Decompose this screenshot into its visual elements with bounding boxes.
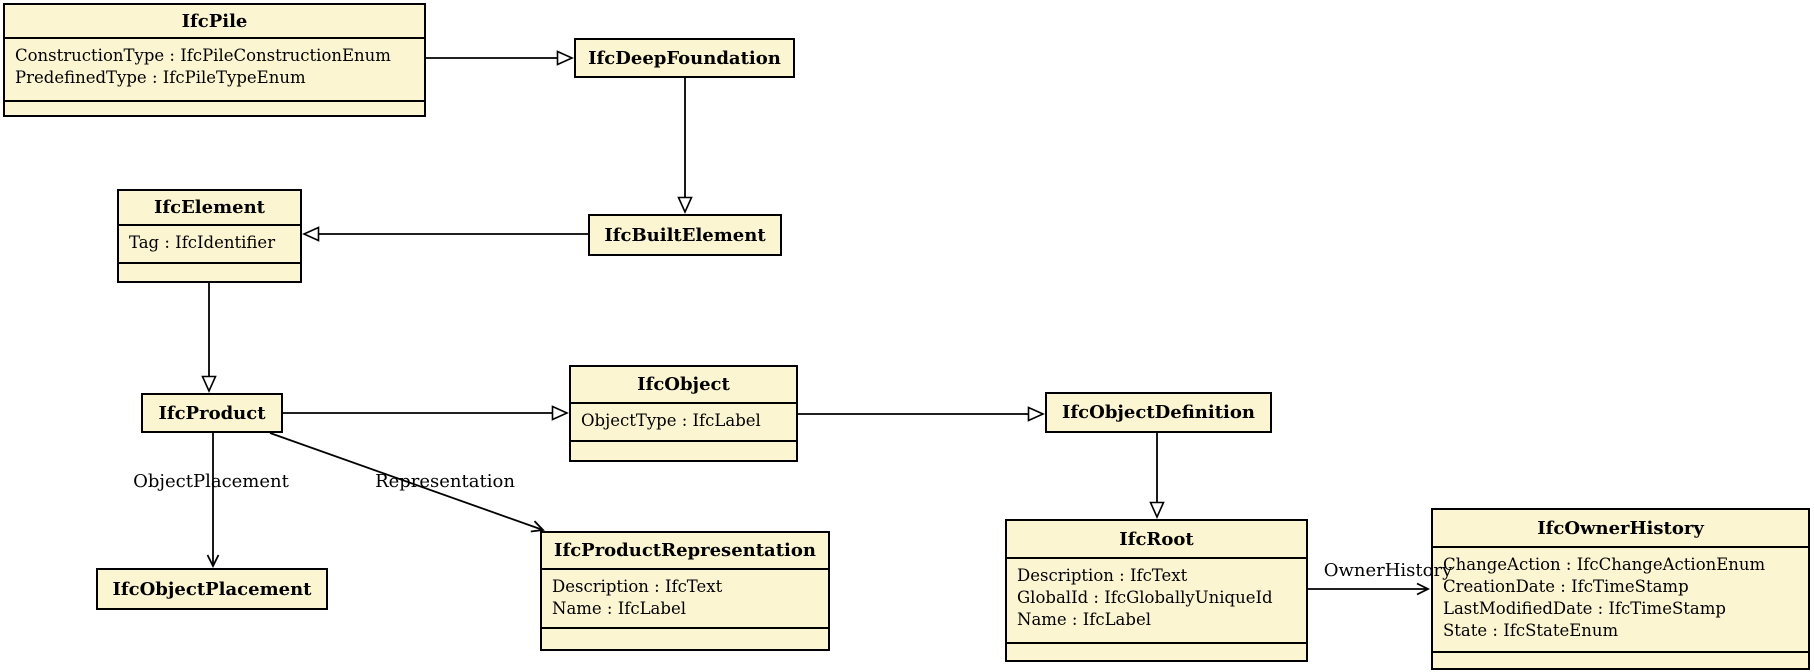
class-title: IfcBuiltElement [604, 224, 766, 246]
class-attribute-list: ObjectType : IfcLabel [571, 404, 796, 442]
class-box-ifcproduct: IfcProduct [141, 393, 283, 433]
class-box-ifcbuiltelement: IfcBuiltElement [588, 214, 782, 256]
class-attribute: LastModifiedDate : IfcTimeStamp [1443, 599, 1726, 618]
class-attribute: ConstructionType : IfcPileConstructionEn… [15, 46, 391, 65]
class-box-ifcdeepfoundation: IfcDeepFoundation [574, 38, 795, 78]
class-attribute: GlobalId : IfcGloballyUniqueId [1017, 588, 1273, 607]
class-empty-compartment [542, 629, 828, 649]
class-box-ifcpile: IfcPile ConstructionType : IfcPileConstr… [3, 3, 426, 117]
class-box-ifcroot: IfcRoot Description : IfcText GlobalId :… [1005, 519, 1308, 662]
class-empty-compartment [1433, 653, 1808, 668]
association-arrow-representation [269, 432, 545, 533]
class-attribute: Description : IfcText [1017, 566, 1188, 585]
class-title: IfcObject [571, 367, 796, 404]
class-attribute: PredefinedType : IfcPileTypeEnum [15, 68, 306, 87]
class-box-ifcobject: IfcObject ObjectType : IfcLabel [569, 365, 798, 462]
class-title: IfcObjectDefinition [1062, 402, 1255, 423]
class-box-ifcobjectdefinition: IfcObjectDefinition [1045, 392, 1272, 433]
class-box-ifcownerhistory: IfcOwnerHistory ChangeAction : IfcChange… [1431, 508, 1810, 670]
class-title: IfcDeepFoundation [588, 47, 781, 69]
class-attribute-list: ChangeAction : IfcChangeActionEnum Creat… [1433, 548, 1808, 653]
edge-label-ownerhistory: OwnerHistory [1323, 560, 1453, 581]
class-empty-compartment [1007, 644, 1306, 660]
class-attribute: ChangeAction : IfcChangeActionEnum [1443, 555, 1766, 574]
class-empty-compartment [5, 102, 424, 115]
class-title: IfcPile [5, 5, 424, 39]
class-title: IfcOwnerHistory [1433, 510, 1808, 548]
class-title: IfcRoot [1007, 521, 1306, 559]
class-attribute-list: Description : IfcText Name : IfcLabel [542, 570, 828, 629]
class-attribute: Name : IfcLabel [552, 599, 686, 618]
class-box-ifcproductrepresentation: IfcProductRepresentation Description : I… [540, 531, 830, 651]
class-box-ifcelement: IfcElement Tag : IfcIdentifier [117, 189, 302, 283]
class-attribute: ObjectType : IfcLabel [581, 411, 761, 430]
class-attribute: CreationDate : IfcTimeStamp [1443, 577, 1689, 596]
class-empty-compartment [571, 442, 796, 460]
class-attribute-list: ConstructionType : IfcPileConstructionEn… [5, 39, 424, 102]
class-title: IfcObjectPlacement [112, 578, 312, 600]
class-attribute: Description : IfcText [552, 577, 723, 596]
class-empty-compartment [119, 264, 300, 281]
class-attribute-list: Tag : IfcIdentifier [119, 226, 300, 264]
edge-label-representation: Representation [375, 471, 515, 492]
class-attribute: Name : IfcLabel [1017, 610, 1151, 629]
class-attribute-list: Description : IfcText GlobalId : IfcGlob… [1007, 559, 1306, 644]
class-box-ifcobjectplacement: IfcObjectPlacement [96, 568, 328, 610]
class-attribute: State : IfcStateEnum [1443, 621, 1619, 640]
class-title: IfcElement [119, 191, 300, 226]
class-attribute: Tag : IfcIdentifier [129, 233, 276, 252]
class-title: IfcProduct [158, 402, 266, 424]
edge-label-objectplacement: ObjectPlacement [133, 471, 289, 492]
class-title: IfcProductRepresentation [542, 533, 828, 570]
